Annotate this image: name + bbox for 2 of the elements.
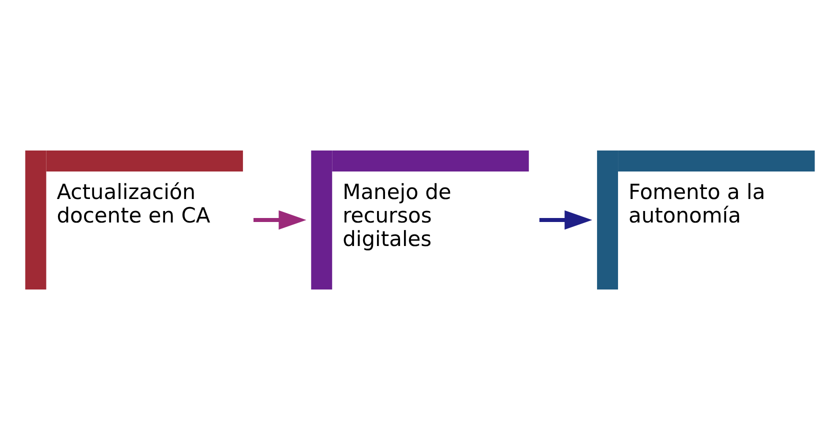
arrow <box>254 210 306 230</box>
arrow <box>539 210 592 230</box>
